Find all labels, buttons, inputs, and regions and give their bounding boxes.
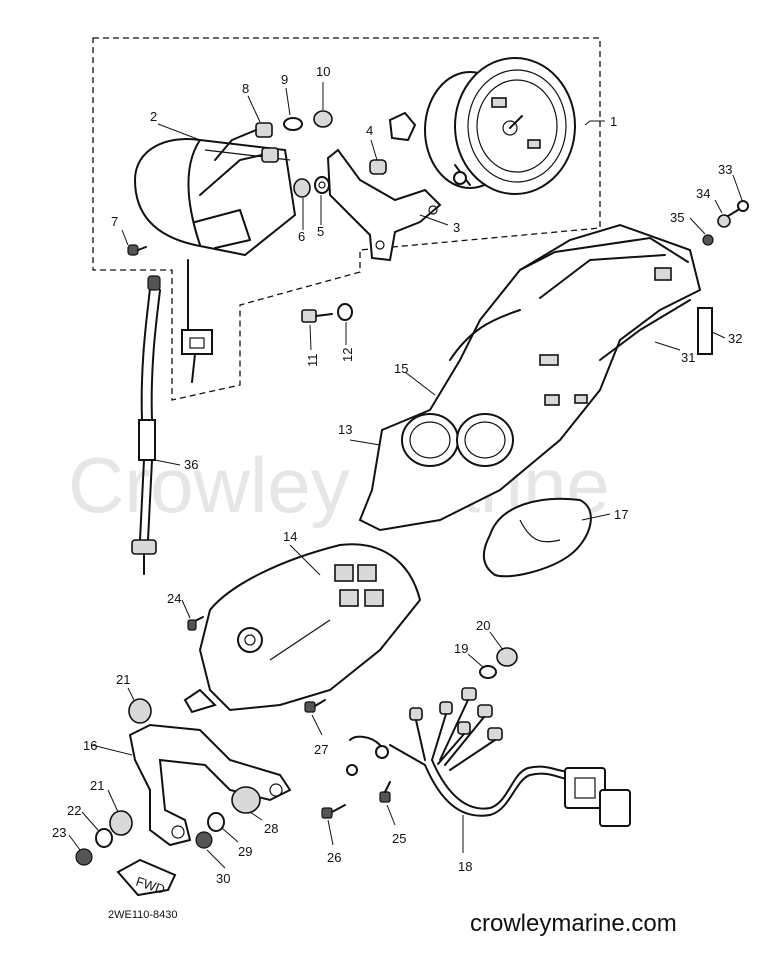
part-35-nut[interactable] xyxy=(702,234,714,246)
part-27-screw[interactable] xyxy=(304,699,326,713)
callout-27: 27 xyxy=(314,742,328,757)
part-36-meter-cable[interactable] xyxy=(131,275,161,575)
part-32-tape[interactable] xyxy=(697,307,713,355)
callout-2: 2 xyxy=(150,109,157,124)
part-9-bulb[interactable] xyxy=(283,117,303,131)
callout-leaders xyxy=(68,82,743,869)
callout-16: 16 xyxy=(83,738,97,753)
part-5-washer[interactable] xyxy=(314,176,330,194)
part-30-nut[interactable] xyxy=(195,831,213,849)
callout-32: 32 xyxy=(728,331,742,346)
callout-33: 33 xyxy=(718,162,732,177)
callout-25: 25 xyxy=(392,831,406,846)
callout-28: 28 xyxy=(264,821,278,836)
part-12-washer[interactable] xyxy=(337,303,353,321)
site-url[interactable]: crowleymarine.com xyxy=(470,910,677,937)
part-4-grommet[interactable] xyxy=(369,159,387,175)
part-26-screw[interactable] xyxy=(321,804,346,819)
part-28-grommet[interactable] xyxy=(231,786,261,814)
part-22-washer[interactable] xyxy=(95,828,113,848)
callout-20: 20 xyxy=(476,618,490,633)
part-19-bulb[interactable] xyxy=(479,665,497,679)
part-24-screw[interactable] xyxy=(187,616,204,631)
part-11-bolt[interactable] xyxy=(301,309,333,323)
part-21-grommet-upper[interactable] xyxy=(128,698,152,724)
callout-11: 11 xyxy=(305,354,320,368)
callout-18: 18 xyxy=(458,859,472,874)
callout-3: 3 xyxy=(453,220,460,235)
forward-arrow-icon: FWD xyxy=(116,858,177,897)
callout-15: 15 xyxy=(394,361,408,376)
callout-34: 34 xyxy=(696,186,710,201)
part-8-bulb-socket[interactable] xyxy=(199,122,279,196)
callout-21-lower: 21 xyxy=(90,778,104,793)
part-16-lower-bracket[interactable] xyxy=(128,723,292,847)
callout-13: 13 xyxy=(338,422,352,437)
callout-5: 5 xyxy=(317,224,324,239)
callout-10: 10 xyxy=(316,64,330,79)
callout-26: 26 xyxy=(327,850,341,865)
callout-36: 36 xyxy=(184,457,198,472)
diagram-code: 2WE110-8430 xyxy=(108,909,178,921)
part-21-grommet-lower[interactable] xyxy=(109,810,133,836)
part-34-washer[interactable] xyxy=(717,214,731,228)
part-31-panel[interactable] xyxy=(599,267,691,361)
part-2-meter-housing[interactable] xyxy=(133,138,297,257)
callout-23: 23 xyxy=(52,825,66,840)
callout-17: 17 xyxy=(614,507,628,522)
callout-24: 24 xyxy=(167,591,181,606)
callout-29: 29 xyxy=(238,844,252,859)
part-17-lens[interactable] xyxy=(482,497,592,578)
callout-1: 1 xyxy=(610,114,617,129)
part-10-bulb-cap[interactable] xyxy=(313,110,333,128)
housing-wire-connector xyxy=(181,259,213,383)
meter-assembly-boundary xyxy=(92,37,601,401)
callout-35: 35 xyxy=(670,210,684,225)
part-20-bulb-cap[interactable] xyxy=(496,647,518,667)
part-18-wire-harness[interactable] xyxy=(346,687,631,827)
callout-21-upper: 21 xyxy=(116,672,130,687)
callout-labels: 1 2 3 4 5 6 7 8 9 10 11 12 13 14 15 16 1… xyxy=(52,64,742,886)
callout-4: 4 xyxy=(366,123,373,138)
part-23-nut[interactable] xyxy=(75,848,93,866)
callout-12: 12 xyxy=(340,348,355,362)
callout-19: 19 xyxy=(454,641,468,656)
part-25-screw[interactable] xyxy=(379,781,391,803)
callout-22: 22 xyxy=(67,803,81,818)
part-29-washer[interactable] xyxy=(207,812,225,832)
part-1-speedometer[interactable] xyxy=(424,57,576,195)
callout-9: 9 xyxy=(281,72,288,87)
part-33-screw[interactable] xyxy=(727,200,749,217)
part-13-meter-cover[interactable] xyxy=(358,223,702,532)
callout-7: 7 xyxy=(111,214,118,229)
part-14-indicator-panel[interactable] xyxy=(183,543,422,714)
part-6-nut[interactable] xyxy=(293,178,311,198)
part-3-bracket[interactable] xyxy=(326,111,442,262)
callout-31: 31 xyxy=(681,350,695,365)
callout-14: 14 xyxy=(283,529,297,544)
callout-30: 30 xyxy=(216,871,230,886)
callout-6: 6 xyxy=(298,229,305,244)
part-7-screw[interactable] xyxy=(127,244,147,256)
callout-8: 8 xyxy=(242,81,249,96)
